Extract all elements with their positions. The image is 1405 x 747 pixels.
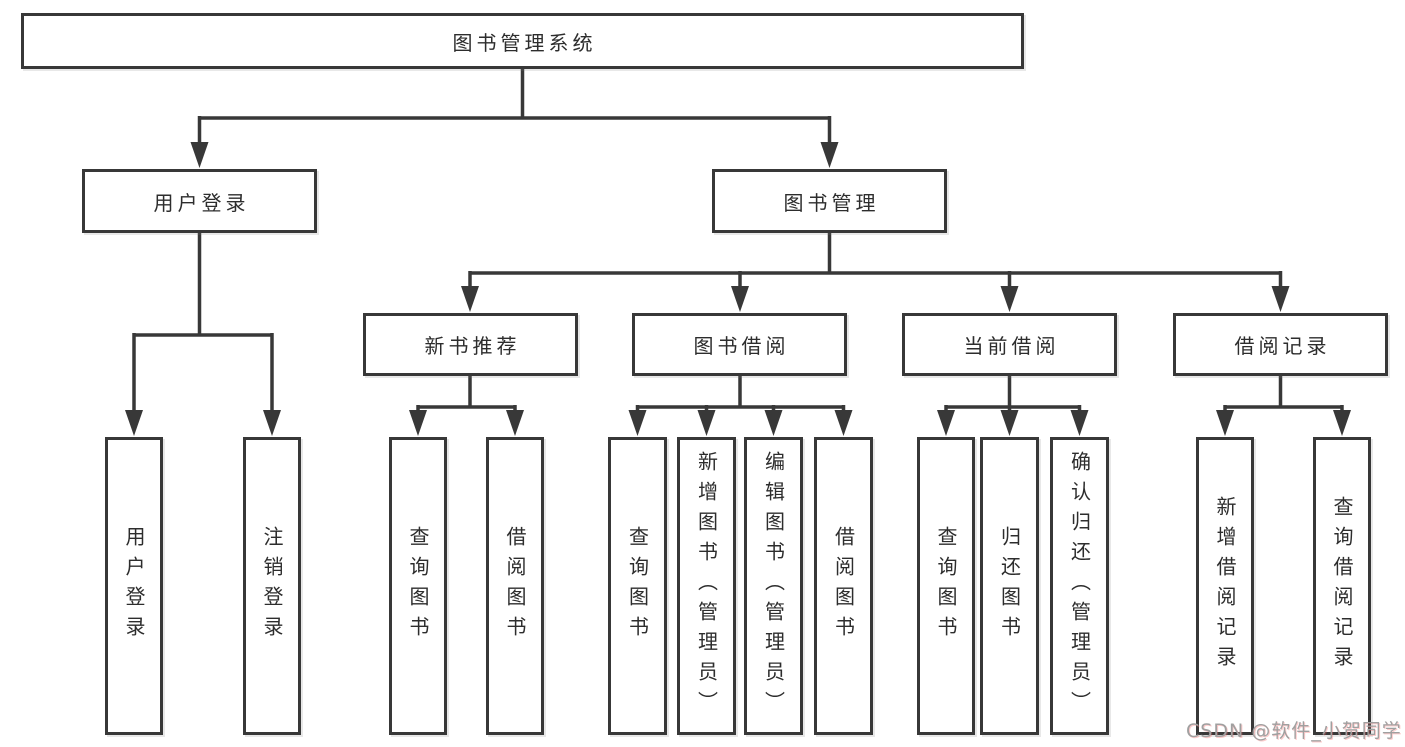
connector-records-to-leaves [1223,376,1344,414]
leaf-query-borrow-record-label: 查询借阅记录 [1330,496,1354,676]
csdn-watermark: CSDN @软件_小贺同学 [1186,720,1402,742]
leaf-edit-books-admin-label: 编辑图书（管理员） [761,451,786,721]
node-current-borrowing-label: 当前借阅 [963,334,1060,358]
leaf-confirm-return-admin-label: 确认归还（管理员） [1067,451,1092,721]
leaf-user-login: 用户登录 [105,437,163,735]
leaf-borrow-books-1-label: 借阅图书 [503,526,527,646]
leaf-add-books-admin: 新增图书（管理员） [677,437,736,735]
leaf-query-books-3-label: 查询图书 [934,526,958,646]
leaf-user-login-label: 用户登录 [122,526,146,646]
node-book-borrowing-label: 图书借阅 [693,334,790,358]
leaf-logout: 注销登录 [243,437,301,735]
leaf-add-borrow-record-label: 新增借阅记录 [1213,496,1237,676]
connector-newbooks-to-leaves [416,376,517,414]
leaf-query-books-1: 查询图书 [389,437,447,735]
node-user-login: 用户登录 [82,169,317,233]
arrowheads [125,142,1351,436]
leaf-return-books-label: 归还图书 [997,526,1022,646]
leaf-borrow-books-1: 借阅图书 [486,437,544,735]
connector-bookmgmt-to-level3 [468,233,1283,290]
node-borrow-records: 借阅记录 [1173,313,1388,376]
leaf-edit-books-admin: 编辑图书（管理员） [744,437,803,735]
node-borrow-records-label: 借阅记录 [1234,334,1331,358]
node-root-label: 图书管理系统 [452,30,597,55]
node-root: 图书管理系统 [21,13,1024,69]
connector-current-to-leaves [944,376,1082,414]
connector-userlogin-to-leaves [132,233,274,414]
leaf-query-borrow-record: 查询借阅记录 [1313,437,1371,735]
leaf-query-books-2: 查询图书 [608,437,667,735]
node-user-login-label: 用户登录 [153,190,250,215]
leaf-borrow-books-2: 借阅图书 [814,437,873,735]
leaf-add-borrow-record: 新增借阅记录 [1196,437,1254,735]
leaf-logout-label: 注销登录 [260,526,284,646]
leaf-return-books: 归还图书 [980,437,1039,735]
leaf-query-books-2-label: 查询图书 [625,526,650,646]
node-current-borrowing: 当前借阅 [902,313,1117,376]
node-book-management-label: 图书管理 [783,190,880,215]
node-new-book-recommend: 新书推荐 [363,313,578,376]
node-new-book-recommend-label: 新书推荐 [424,334,521,358]
leaf-add-books-admin-label: 新增图书（管理员） [694,451,719,721]
leaf-confirm-return-admin: 确认归还（管理员） [1050,437,1109,735]
node-book-management: 图书管理 [712,169,947,233]
leaf-borrow-books-2-label: 借阅图书 [831,526,856,646]
connector-root-to-level2 [197,69,832,146]
node-book-borrowing: 图书借阅 [632,313,847,376]
leaf-query-books-1-label: 查询图书 [406,526,430,646]
connector-borrowing-to-leaves [635,376,846,414]
leaf-query-books-3: 查询图书 [917,437,975,735]
